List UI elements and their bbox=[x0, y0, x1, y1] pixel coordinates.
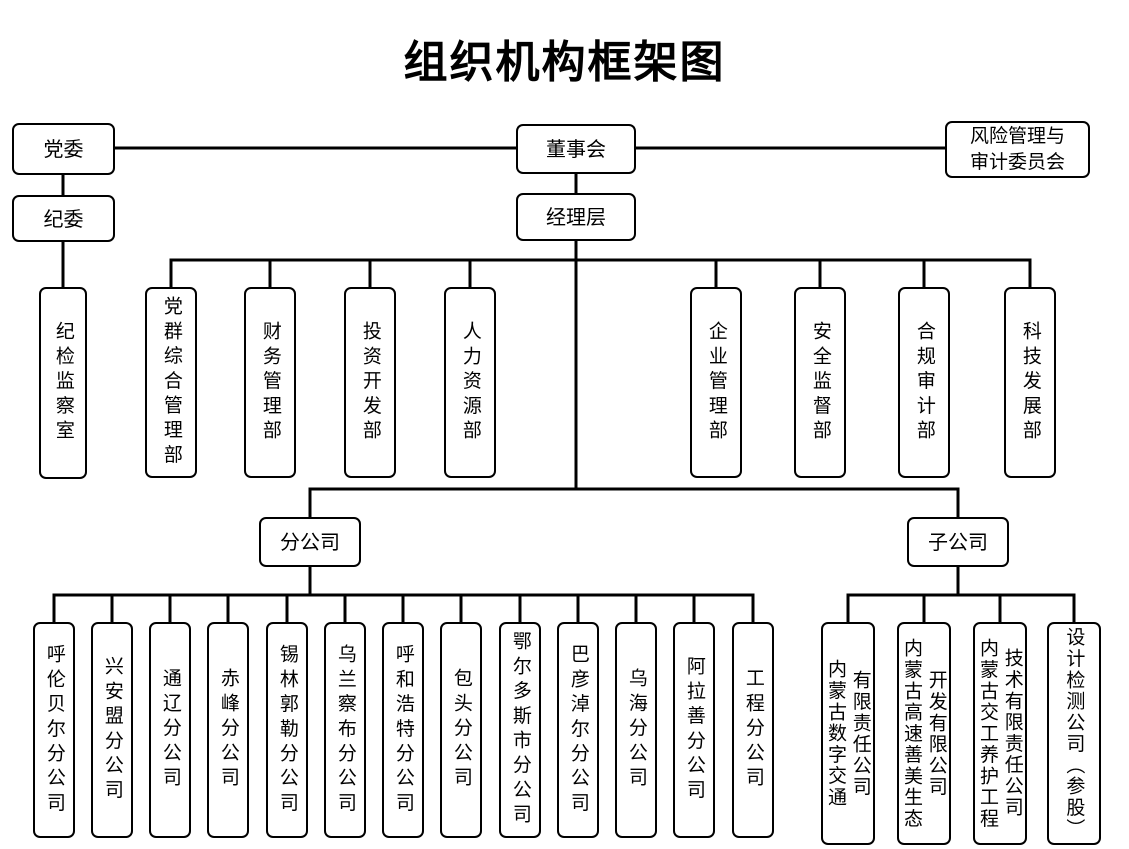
node-party-committee: 党委 bbox=[12, 123, 115, 175]
node-label: 安全监督部 bbox=[809, 320, 832, 445]
node-label: 纪委 bbox=[43, 206, 84, 231]
node-label: 鄂尔多斯市分公司 bbox=[509, 631, 532, 829]
node-branch: 工程分公司 bbox=[732, 622, 774, 838]
node-department: 投资开发部 bbox=[344, 287, 396, 478]
node-label: 董事会 bbox=[546, 137, 606, 161]
node-branch: 呼和浩特分公司 bbox=[382, 622, 424, 838]
node-label: 乌海分公司 bbox=[625, 668, 648, 792]
node-label: 财务管理部 bbox=[259, 320, 282, 445]
node-label: 纪检监察室 bbox=[52, 321, 75, 445]
node-label: 党群综合管理部 bbox=[160, 296, 183, 469]
node-label: 子公司 bbox=[928, 530, 988, 554]
node-department: 科技发展部 bbox=[1004, 287, 1056, 478]
node-label: 内蒙古高速善美生态 开发有限公司 bbox=[901, 637, 948, 830]
node-subsidiary: 设计检测公司（参股） bbox=[1047, 622, 1101, 845]
node-label: 经理层 bbox=[546, 205, 606, 229]
node-label: 设计检测公司（参股） bbox=[1063, 627, 1086, 840]
node-subsidiary: 内蒙古交工养护工程 技术有限责任公司 bbox=[973, 622, 1027, 845]
node-label: 企业管理部 bbox=[705, 320, 728, 445]
node-subsidiary: 内蒙古数字交通 有限责任公司 bbox=[821, 622, 875, 845]
node-label: 人力资源部 bbox=[459, 320, 482, 445]
node-label: 锡林郭勒分公司 bbox=[276, 643, 299, 817]
node-subsidiary: 内蒙古高速善美生态 开发有限公司 bbox=[897, 622, 951, 845]
node-branch: 锡林郭勒分公司 bbox=[266, 622, 308, 838]
node-label: 阿拉善分公司 bbox=[683, 655, 706, 805]
node-branch: 呼伦贝尔分公司 bbox=[33, 622, 75, 838]
node-discipline-committee: 纪委 bbox=[12, 195, 115, 242]
node-label: 风险管理与 审计委员会 bbox=[969, 124, 1065, 173]
node-label: 呼和浩特分公司 bbox=[392, 643, 415, 817]
node-label: 科技发展部 bbox=[1019, 320, 1042, 445]
node-label: 包头分公司 bbox=[450, 668, 473, 792]
node-label: 巴彦淖尔分公司 bbox=[567, 643, 590, 817]
page-title: 组织机构框架图 bbox=[403, 37, 726, 88]
node-discipline-inspection-office: 纪检监察室 bbox=[39, 287, 87, 479]
node-branch: 兴安盟分公司 bbox=[91, 622, 133, 838]
node-label: 党委 bbox=[43, 137, 84, 161]
node-label: 合规审计部 bbox=[913, 320, 936, 445]
node-board-of-directors: 董事会 bbox=[516, 124, 636, 174]
node-department: 企业管理部 bbox=[690, 287, 742, 478]
node-risk-audit-committee: 风险管理与 审计委员会 bbox=[945, 121, 1090, 178]
node-label: 分公司 bbox=[280, 530, 340, 554]
node-label: 赤峰分公司 bbox=[217, 668, 240, 792]
node-label: 工程分公司 bbox=[742, 668, 765, 792]
node-label: 内蒙古数字交通 有限责任公司 bbox=[825, 659, 872, 808]
node-label: 兴安盟分公司 bbox=[101, 655, 124, 805]
node-branch: 乌兰察布分公司 bbox=[324, 622, 366, 838]
node-department: 合规审计部 bbox=[898, 287, 950, 478]
node-branch: 赤峰分公司 bbox=[207, 622, 249, 838]
node-subsidiaries: 子公司 bbox=[907, 517, 1009, 567]
node-label: 乌兰察布分公司 bbox=[334, 643, 357, 817]
node-label: 呼伦贝尔分公司 bbox=[43, 643, 66, 817]
node-department: 党群综合管理部 bbox=[145, 287, 197, 478]
node-department: 安全监督部 bbox=[794, 287, 846, 478]
node-label: 内蒙古交工养护工程 技术有限责任公司 bbox=[977, 637, 1024, 830]
node-label: 通辽分公司 bbox=[159, 668, 182, 792]
node-branch: 鄂尔多斯市分公司 bbox=[499, 622, 541, 838]
node-label: 投资开发部 bbox=[359, 320, 382, 445]
node-branch: 巴彦淖尔分公司 bbox=[557, 622, 599, 838]
node-department: 财务管理部 bbox=[244, 287, 296, 478]
node-branch-companies: 分公司 bbox=[259, 517, 361, 567]
node-branch: 通辽分公司 bbox=[149, 622, 191, 838]
node-management-level: 经理层 bbox=[516, 193, 636, 241]
node-branch: 乌海分公司 bbox=[615, 622, 657, 838]
node-branch: 阿拉善分公司 bbox=[673, 622, 715, 838]
node-branch: 包头分公司 bbox=[440, 622, 482, 838]
node-department: 人力资源部 bbox=[444, 287, 496, 478]
